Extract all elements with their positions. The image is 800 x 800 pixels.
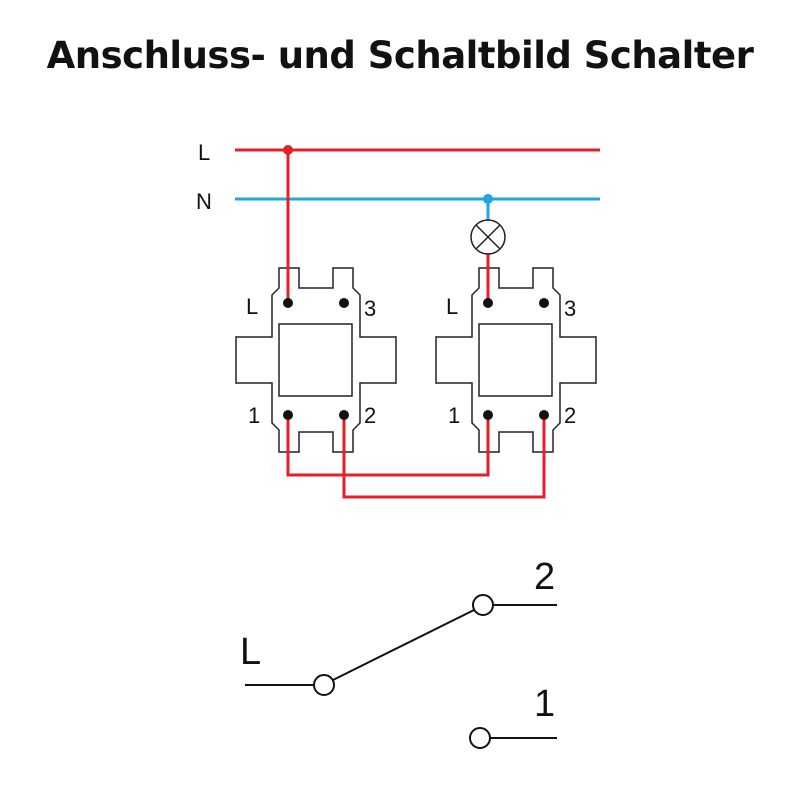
sw2-label-1: 1 (448, 403, 460, 428)
neutral-junction (483, 194, 493, 204)
schematic-label-L: L (240, 631, 261, 673)
schematic-label-1: 1 (534, 683, 555, 725)
switch-schematic (245, 594, 557, 749)
line-L-label: L (198, 140, 210, 165)
phase-junction (283, 145, 293, 155)
lamp-icon (470, 219, 506, 255)
sw1-label-1: 1 (248, 403, 260, 428)
sw1-label-L: L (246, 294, 258, 319)
page-title: Anschluss- und Schaltbild Schalter (46, 34, 754, 77)
sw2-label-2: 2 (564, 403, 576, 428)
sw2-label-3: 3 (564, 296, 576, 321)
sw1-label-3: 3 (364, 296, 376, 321)
sw1-label-2: 2 (364, 403, 376, 428)
terminals (283, 298, 549, 420)
schematic-label-2: 2 (534, 556, 555, 598)
phase-wires (286, 150, 546, 499)
line-N-label: N (196, 189, 212, 214)
sw2-label-L: L (446, 294, 458, 319)
